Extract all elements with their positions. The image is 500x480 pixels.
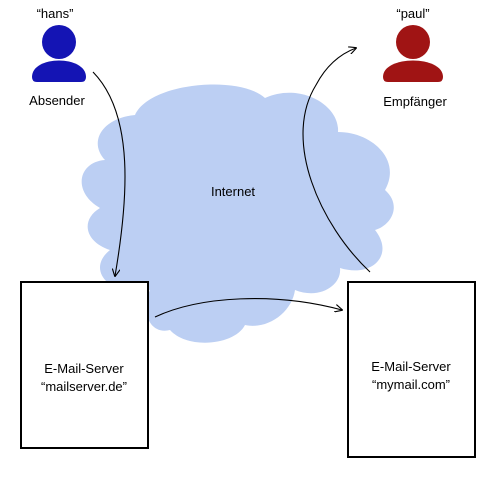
server-to-server-arrow	[154, 298, 342, 318]
recipient-role-label: Empfänger	[383, 94, 447, 109]
sender-server-domain: “mailserver.de”	[41, 379, 127, 394]
sender-server-box	[20, 281, 149, 449]
recipient-nickname: “paul”	[396, 6, 429, 21]
sender-person-icon	[32, 25, 86, 82]
recipient-server-domain: “mymail.com”	[372, 377, 450, 392]
sender-to-server-arrow	[92, 71, 126, 276]
internet-label: Internet	[211, 184, 255, 199]
server-to-recipient-arrow	[302, 48, 371, 273]
sender-head	[42, 25, 76, 59]
recipient-body	[383, 60, 443, 82]
sender-body	[32, 60, 86, 82]
recipient-person-icon	[383, 25, 443, 82]
cloud-shape	[81, 84, 394, 343]
recipient-server-title: E-Mail-Server	[371, 359, 451, 374]
sender-server-title: E-Mail-Server	[44, 361, 124, 376]
sender-nickname: “hans”	[37, 6, 74, 21]
internet-cloud	[81, 84, 394, 343]
recipient-head	[396, 25, 430, 59]
sender-role-label: Absender	[29, 93, 85, 108]
recipient-server-box	[347, 281, 476, 458]
